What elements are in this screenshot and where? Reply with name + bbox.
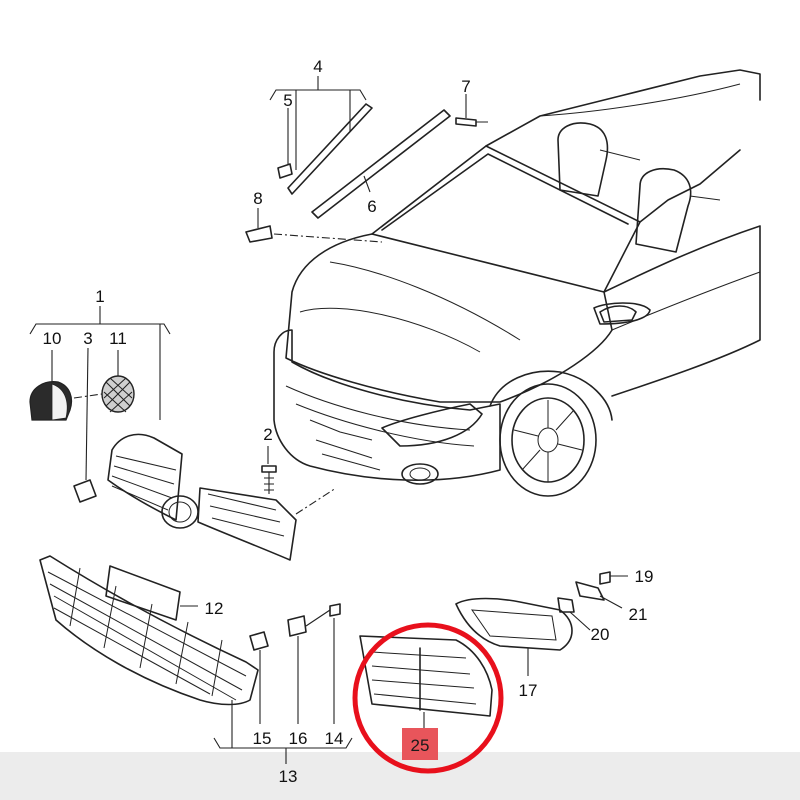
callout-15: 15 [253, 729, 272, 748]
highlight-badge [402, 728, 438, 760]
callout-10: 10 [43, 329, 62, 348]
callout-3: 3 [83, 329, 92, 348]
callout-1: 1 [95, 287, 104, 306]
callout-17: 17 [519, 681, 538, 700]
trim-strips [245, 76, 488, 243]
callout-13: 13 [279, 767, 298, 786]
callout-6: 6 [367, 197, 376, 216]
callout-12: 12 [205, 599, 224, 618]
car-illustration [273, 69, 761, 497]
callout-2: 2 [263, 425, 272, 444]
callout-21: 21 [629, 605, 648, 624]
callout-11: 11 [109, 329, 127, 348]
callout-7: 7 [461, 77, 470, 96]
callout-16: 16 [289, 729, 308, 748]
callout-8: 8 [253, 189, 262, 208]
callout-4: 4 [313, 57, 322, 76]
upper-grille [29, 306, 337, 561]
side-parts [359, 571, 628, 732]
highlight-circle [352, 622, 504, 774]
lower-grille [39, 555, 353, 764]
bottom-band [0, 752, 800, 800]
callout-14: 14 [325, 729, 344, 748]
highlight-part-number: 25 [411, 736, 430, 755]
callout-20: 20 [591, 625, 610, 644]
callout-5: 5 [283, 91, 292, 110]
callout-19: 19 [635, 567, 654, 586]
